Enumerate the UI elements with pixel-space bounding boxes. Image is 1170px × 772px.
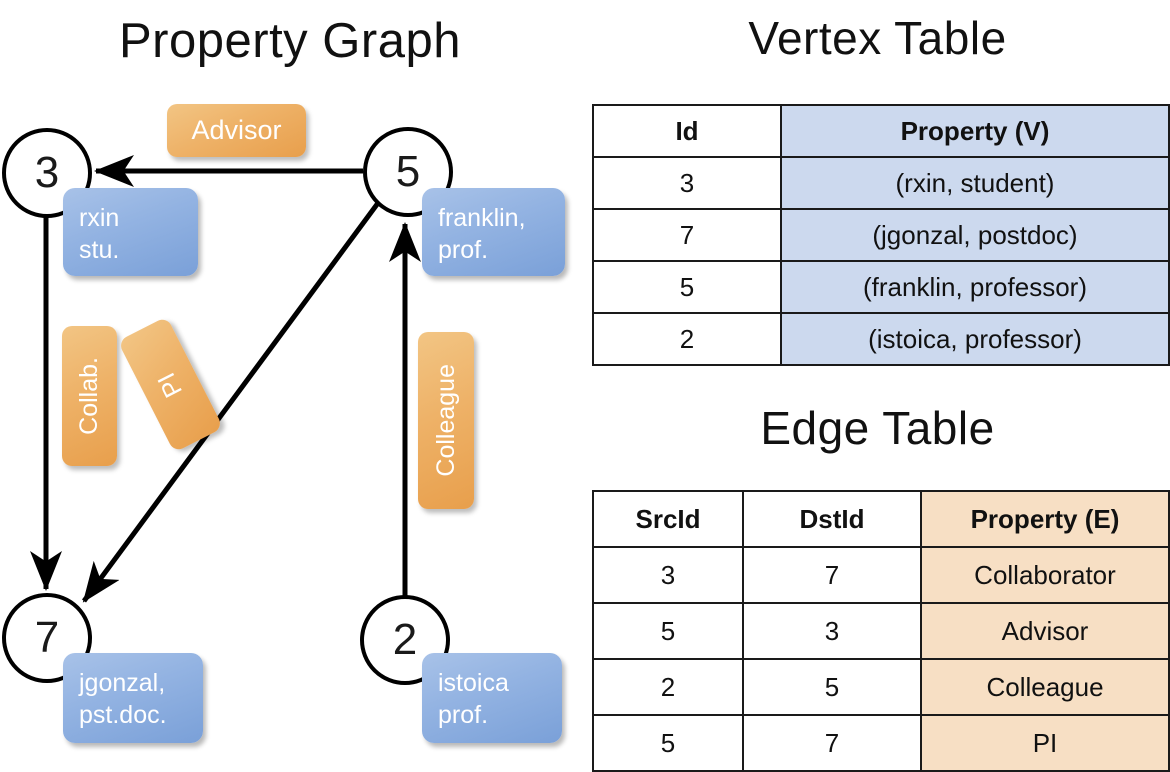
table-row[interactable]: 5 (franklin, professor) — [592, 260, 1170, 314]
edge-cell-property: Advisor — [920, 602, 1170, 660]
edge-cell-src: 3 — [592, 546, 744, 604]
vertex-property-line-1: jgonzal, — [79, 669, 166, 697]
vertex-property-line-2: prof. — [438, 236, 489, 264]
edge-cell-src: 5 — [592, 714, 744, 772]
property-graph-diagram: 3 5 7 2 rxin stu. franklin, prof. jgonza… — [0, 0, 585, 760]
vertex-cell-property: (istoica, professor) — [780, 312, 1170, 366]
edge-table-col-dstid: DstId — [742, 490, 922, 548]
vertex-property-box-3: rxin stu. — [63, 188, 198, 276]
table-row[interactable]: 3 7 Collaborator — [592, 546, 1170, 604]
table-row[interactable]: 5 3 Advisor — [592, 602, 1170, 660]
edge-cell-dst: 7 — [742, 714, 922, 772]
edge-table-header-row: SrcId DstId Property (E) — [592, 490, 1170, 548]
vertex-property-line-1: istoica — [438, 669, 509, 697]
edge-table-col-srcid: SrcId — [592, 490, 744, 548]
edge-cell-dst: 3 — [742, 602, 922, 660]
edge-label-colleague: Colleague — [418, 332, 474, 509]
table-row[interactable]: 2 5 Colleague — [592, 658, 1170, 716]
edge-cell-property: PI — [920, 714, 1170, 772]
table-row[interactable]: 2 (istoica, professor) — [592, 312, 1170, 366]
page-title-property-graph: Property Graph — [119, 14, 461, 68]
edge-label-pi-text: PI — [152, 367, 188, 402]
edge-label-colleague-text: Colleague — [431, 364, 460, 477]
vertex-table: Id Property (V) 3 (rxin, student) 7 (jgo… — [592, 104, 1170, 366]
edge-cell-dst: 5 — [742, 658, 922, 716]
table-row[interactable]: 5 7 PI — [592, 714, 1170, 772]
edge-cell-src: 2 — [592, 658, 744, 716]
table-row[interactable]: 7 (jgonzal, postdoc) — [592, 208, 1170, 262]
table-row[interactable]: 3 (rxin, student) — [592, 156, 1170, 210]
vertex-property-line-2: pst.doc. — [79, 701, 167, 729]
edge-table: SrcId DstId Property (E) 3 7 Collaborato… — [592, 490, 1170, 772]
edge-label-advisor-text: Advisor — [191, 115, 282, 145]
vertex-table-header-row: Id Property (V) — [592, 104, 1170, 158]
vertex-property-box-7: jgonzal, pst.doc. — [63, 653, 203, 743]
vertex-cell-id: 5 — [592, 260, 782, 314]
edge-table-col-property: Property (E) — [920, 490, 1170, 548]
vertex-cell-property: (jgonzal, postdoc) — [780, 208, 1170, 262]
vertex-property-box-2: istoica prof. — [422, 653, 562, 743]
vertex-cell-property: (rxin, student) — [780, 156, 1170, 210]
vertex-cell-id: 2 — [592, 312, 782, 366]
vertex-property-line-2: stu. — [79, 236, 120, 264]
graph-vertex-2[interactable]: 2 — [360, 595, 450, 685]
edge-line-5-to-7 — [81, 201, 381, 603]
edge-cell-property: Colleague — [920, 658, 1170, 716]
edge-cell-property: Collaborator — [920, 546, 1170, 604]
page-title-vertex-table: Vertex Table — [748, 12, 1007, 64]
vertex-property-box-5: franklin, prof. — [422, 188, 565, 276]
vertex-table-col-id: Id — [592, 104, 782, 158]
page-title-edge-table: Edge Table — [760, 402, 995, 454]
vertex-table-col-property: Property (V) — [780, 104, 1170, 158]
edge-label-collab: Collab. — [62, 326, 117, 466]
edge-label-advisor: Advisor — [167, 104, 306, 157]
vertex-cell-property: (franklin, professor) — [780, 260, 1170, 314]
edge-cell-src: 5 — [592, 602, 744, 660]
edge-cell-dst: 7 — [742, 546, 922, 604]
graph-vertex-5[interactable]: 5 — [363, 127, 453, 217]
edge-label-collab-text: Collab. — [75, 357, 103, 435]
vertex-property-line-2: prof. — [438, 701, 489, 729]
vertex-cell-id: 7 — [592, 208, 782, 262]
vertex-property-line-1: franklin, — [438, 204, 526, 232]
vertex-cell-id: 3 — [592, 156, 782, 210]
graph-edge-lines — [30, 155, 421, 603]
vertex-property-line-1: rxin — [79, 204, 120, 232]
